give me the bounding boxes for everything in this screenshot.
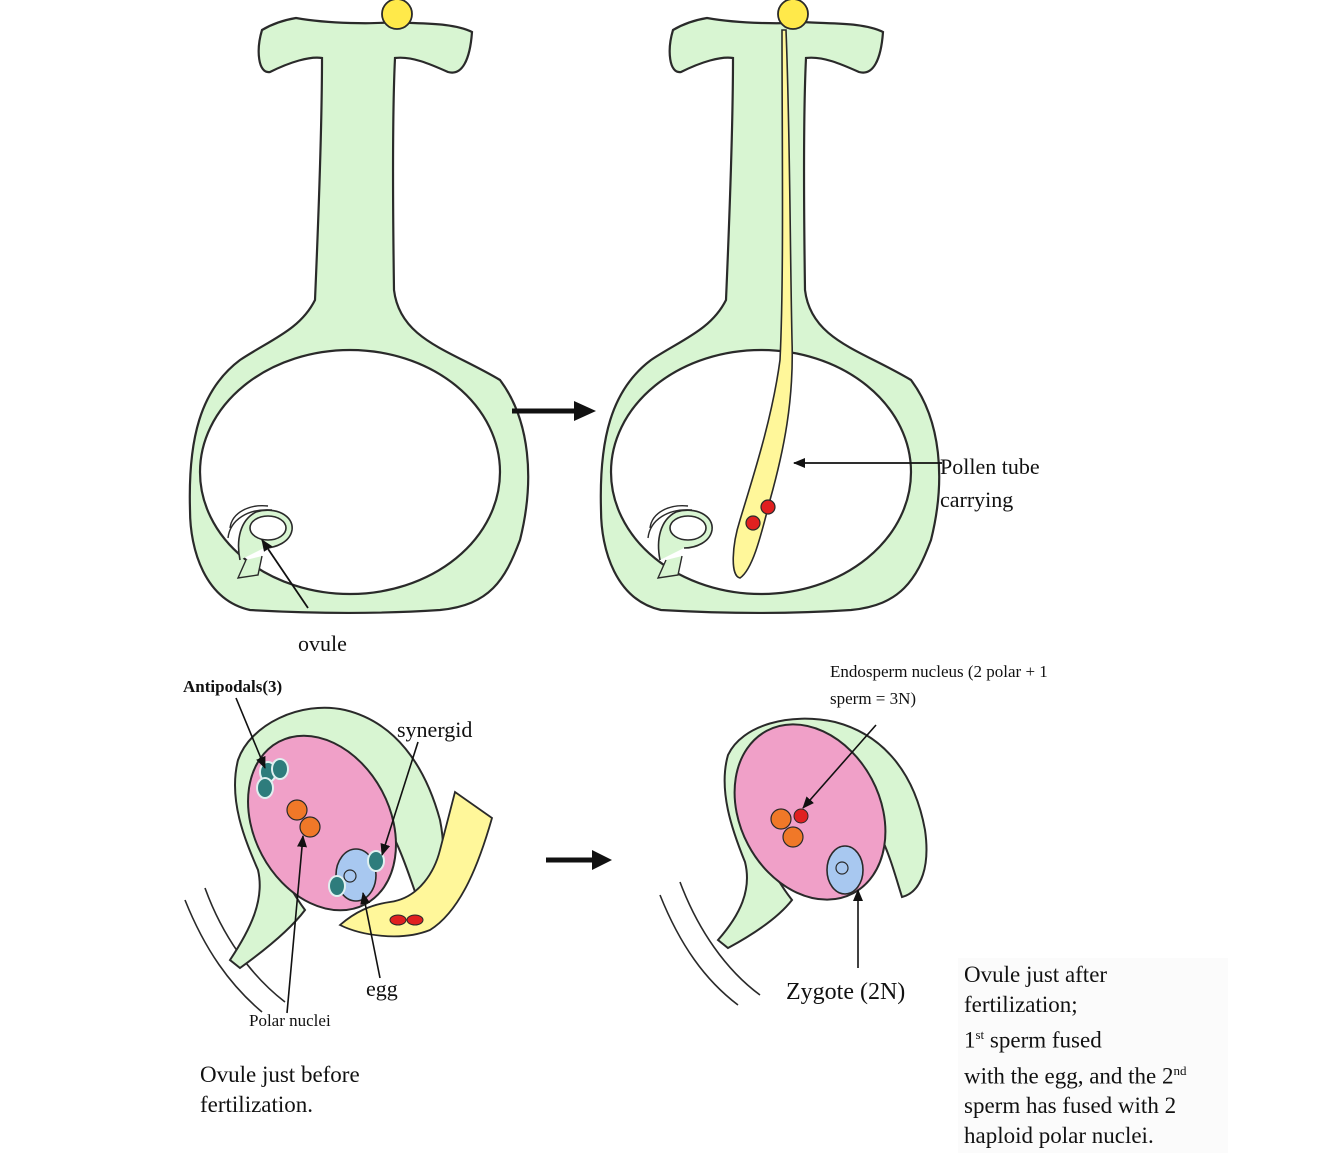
caption-line: with the egg, and the 2nd [964,1056,1222,1092]
caption-after-fertilization: Ovule just after fertilization; 1st sper… [958,958,1228,1154]
synergid-pointer [380,741,419,856]
pistil-right [599,0,942,615]
synergid-label: synergid [397,717,473,742]
caption-line: 1st sperm fused [964,1020,1222,1056]
pollen-tube-label: Pollen tube [940,454,1040,479]
pollen-grain-right [777,0,809,30]
caption-text: sperm fused [984,1027,1102,1053]
caption-line: fertilization; [964,992,1078,1017]
caption-sup: nd [1173,1062,1187,1078]
polar-nucleus [286,799,308,821]
small-ovule-right [647,505,713,579]
antipodals-pointer [235,697,266,769]
transition-arrow-bottom [546,850,612,870]
pollen-tube-label-2: carrying [940,487,1014,512]
egg-pointer [360,892,381,979]
pistil-left [188,0,530,615]
egg-label: egg [366,976,398,1001]
synergid-cell [367,850,385,872]
endosperm-pointer [802,724,877,809]
endosperm-nucleus [782,826,804,848]
caption-line: sperm has fused with 2 [964,1093,1177,1119]
caption-sup: st [975,1027,985,1042]
polar-nuclei-pointer [286,835,307,1014]
sperm-cell [745,515,761,531]
ovule-before [184,697,494,1014]
synergid-cell [328,875,346,897]
ovule-pointer [261,539,309,609]
pollen-tube-before [338,790,494,938]
ovule-after [659,717,928,1006]
sperm-cell [760,499,776,515]
antipodal [256,777,274,799]
fused-sperm [793,808,809,824]
endosperm-label: Endosperm nucleus (2 polar + 1 [830,662,1048,681]
embryo-sac-after [733,723,887,901]
ovule-label: ovule [298,631,347,656]
polar-nuclei-label: Polar nuclei [249,1011,331,1030]
caption-line: Ovule just after [964,962,1108,987]
caption-before-fertilization: Ovule just before fertilization. [200,1060,360,1120]
pollen-grain-left [381,0,413,30]
endosperm-nucleus [770,808,792,830]
antipodals-label: Antipodals(3) [183,677,283,696]
caption-line: fertilization. [200,1092,314,1117]
zygote-label: Zygote (2N) [786,979,906,1005]
pollen-tube-right [732,29,794,579]
transition-arrow-top [512,401,596,421]
small-ovule-left [227,505,293,579]
endosperm-label-2: sperm = 3N) [830,689,917,708]
caption-line: haploid polar nuclei. [964,1123,1154,1149]
antipodal [271,758,289,780]
caption-text: 1 [964,1027,976,1053]
polar-nucleus [299,816,321,838]
caption-line: Ovule just before [200,1062,360,1087]
caption-text: with the egg, and the 2 [964,1063,1174,1089]
